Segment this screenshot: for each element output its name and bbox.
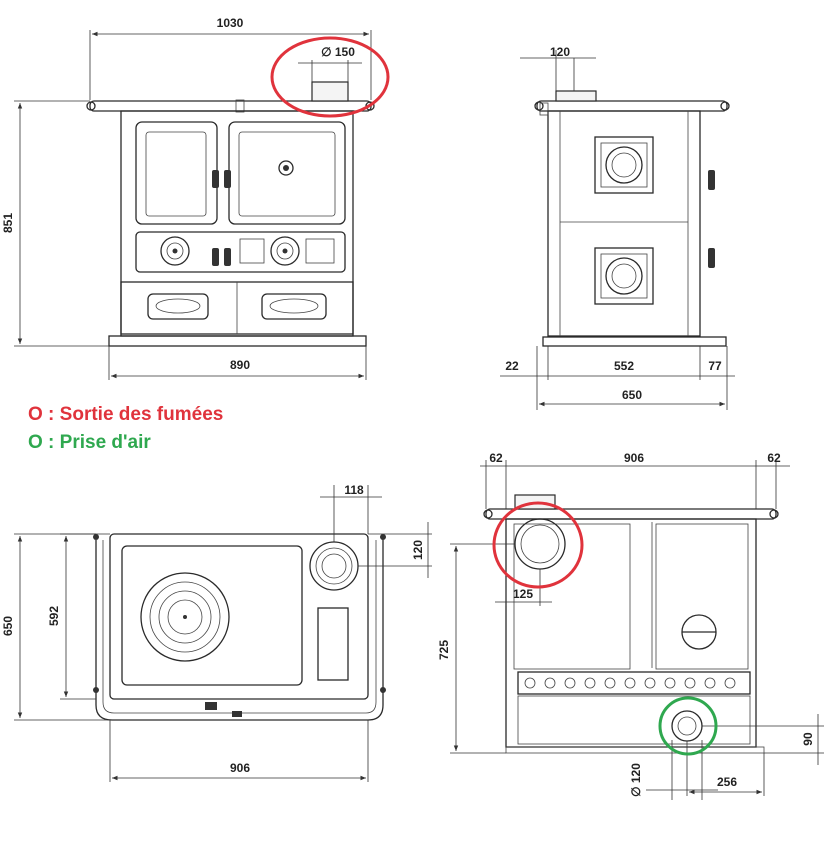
grate-panel-left: [239, 238, 265, 264]
top-clasp-icon: [205, 702, 217, 710]
front-flue-pipe: [311, 81, 349, 102]
drawer-right: [261, 293, 327, 320]
top-view: 118 120 650 592 906: [1, 483, 432, 782]
rail-knob-icon: [720, 101, 730, 111]
knob-left-icon: [160, 236, 190, 266]
front-base: [108, 335, 367, 347]
rear-smoke-outlet-highlight: [492, 501, 584, 589]
legend-air-intake: O : Prise d'air: [28, 432, 151, 453]
dim-front-height: 851: [1, 213, 15, 233]
top-clasp-icon: [232, 711, 242, 717]
side-view: 120 22 552 77 650: [500, 45, 735, 410]
dim-side-flue-offset: 120: [550, 45, 570, 59]
front-middle-panel: [135, 231, 346, 273]
handle-icon: [708, 170, 715, 190]
cooking-plate: [121, 545, 303, 686]
front-view: 1030 ∅ 150 851 890: [1, 16, 390, 380]
rear-air-intake-highlight: [658, 696, 718, 756]
vent-slots-icon: [524, 677, 736, 689]
handle-icon: [708, 248, 715, 268]
dim-top-depth-body: 592: [47, 606, 61, 626]
top-flue-icon: [309, 541, 359, 591]
dim-front-width-base: 890: [230, 358, 250, 372]
dim-side-back-offset: 22: [505, 359, 519, 373]
rear-vent-grille: [517, 671, 751, 695]
rail-knob-icon: [534, 101, 544, 111]
rear-body: [505, 518, 757, 748]
knob-right-icon: [270, 236, 300, 266]
dim-rear-rail-left: 62: [489, 451, 503, 465]
top-inspection-panel: [317, 607, 349, 681]
dim-rear-width-body: 906: [624, 451, 644, 465]
drawer-left-emblem-icon: [155, 298, 201, 314]
rail-knob-icon: [380, 687, 386, 693]
side-tile-upper-icon: [594, 136, 654, 194]
rear-panel-left: [513, 523, 631, 670]
top-rail-inner: [102, 540, 377, 714]
handle-icon: [212, 170, 219, 188]
rear-cleanout-icon: [681, 614, 717, 650]
front-top-rail: [89, 100, 372, 112]
rail-knob-icon: [769, 509, 779, 519]
dim-top-flue-offset-x: 118: [344, 483, 364, 497]
dim-top-width-body: 906: [230, 761, 250, 775]
drawer-left: [147, 293, 209, 320]
side-base: [542, 336, 727, 347]
dim-top-depth-total: 650: [1, 616, 15, 636]
side-top-rail: [536, 100, 728, 112]
rail-knob-icon: [86, 101, 96, 111]
grate-panel-right: [305, 238, 335, 264]
dim-front-flue-diameter: ∅ 150: [321, 45, 355, 59]
air-regulator-center-icon: [283, 165, 289, 171]
rear-view: 62 906 62 125 725 90 ∅ 120 256: [437, 451, 824, 800]
rear-base: [505, 746, 765, 754]
rear-panel-right: [655, 523, 749, 670]
rear-top-rail: [485, 508, 777, 520]
dim-rear-flue-height: 725: [437, 640, 451, 660]
rail-knob-icon: [93, 687, 99, 693]
rear-lower-panel: [517, 695, 751, 745]
rear-flue-icon: [514, 518, 566, 570]
oven-door-left-panel: [145, 131, 207, 217]
side-flue-pipe: [555, 90, 597, 102]
dim-side-body-depth: 552: [614, 359, 634, 373]
handle-icon: [224, 170, 231, 188]
firebox-door-panel: [238, 131, 336, 217]
side-tile-lower-icon: [594, 247, 654, 305]
rail-knob-icon: [483, 509, 493, 519]
rail-knob-icon: [380, 534, 386, 540]
handle-icon: [224, 248, 231, 266]
drawer-right-emblem-icon: [269, 298, 319, 314]
legend-smoke-outlet: O : Sortie des fumées: [28, 404, 224, 425]
oven-door-left: [135, 121, 218, 225]
dim-rear-rail-right: 62: [767, 451, 781, 465]
top-body: [109, 533, 369, 700]
air-regulator-icon: [278, 160, 294, 176]
rail-knob-icon: [93, 534, 99, 540]
dim-front-width-total: 1030: [217, 16, 244, 30]
dim-side-front-offset: 77: [708, 359, 722, 373]
dim-rear-air-height: 90: [801, 732, 815, 746]
side-body: [547, 110, 701, 337]
firebox-door: [228, 121, 346, 225]
dim-rear-flue-offset-x: 125: [513, 587, 533, 601]
top-rail: [95, 540, 384, 721]
dim-rear-air-diameter: ∅ 120: [629, 763, 643, 797]
dim-top-flue-offset-y: 120: [411, 540, 425, 560]
handle-icon: [212, 248, 219, 266]
dim-rear-air-offset-x: 256: [717, 775, 737, 789]
smoke-outlet-highlight: [270, 36, 390, 118]
side-rail-clip: [539, 102, 549, 116]
air-intake-icon: [671, 710, 703, 742]
hob-rings-icon: [140, 572, 230, 662]
front-rail-clip: [235, 99, 245, 113]
dim-side-depth-total: 650: [622, 388, 642, 402]
